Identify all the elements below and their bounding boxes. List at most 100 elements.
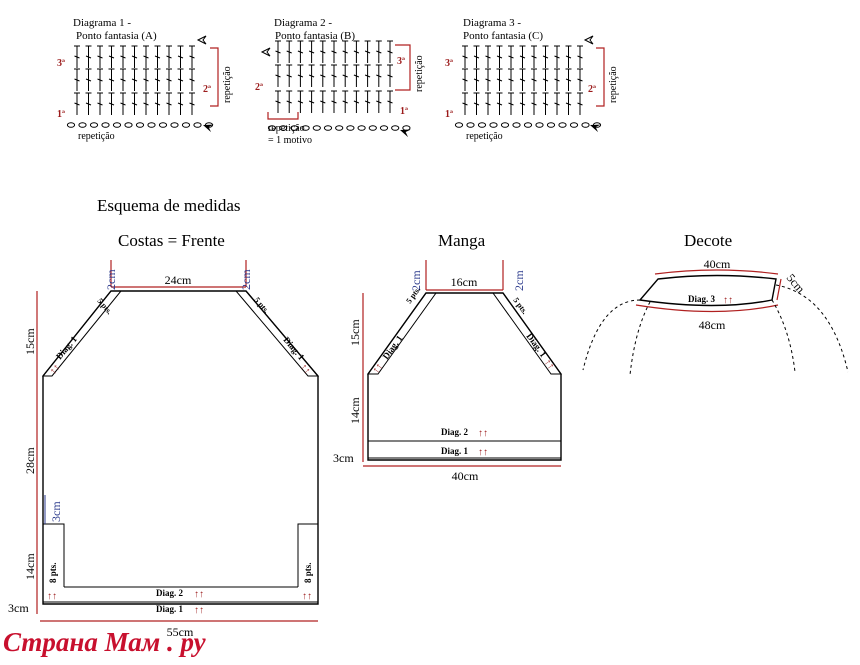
double-crochet-stitch <box>119 92 127 116</box>
sleeve-top-left-height: 2cm <box>409 270 423 291</box>
double-crochet-stitch <box>341 40 349 64</box>
double-crochet-stitch <box>553 45 561 69</box>
sleeve-height-14: 14cm <box>348 397 362 424</box>
chain-stitch <box>181 122 191 128</box>
double-crochet-stitch <box>565 92 572 116</box>
diagram-3-row3-label: 3ª <box>445 58 453 69</box>
double-crochet-stitch <box>319 40 327 64</box>
back-front-left-side-band <box>43 523 65 587</box>
neckline-left-outer-dash <box>582 299 641 371</box>
double-crochet-stitch <box>285 90 293 114</box>
sleeve-piece: Manga 16cm 2cm 2cm 5 pts. 5 pts. Diag. 1… <box>333 231 562 483</box>
sleeve-top-right-height: 2cm <box>512 270 526 291</box>
diagram-3-title: Diagrama 3 - <box>463 17 521 29</box>
sleeve-title: Manga <box>438 231 486 250</box>
chain-stitch <box>193 122 202 128</box>
sleeve-top-width: 16cm <box>451 275 478 289</box>
diagram-1-stitch-rows <box>66 45 214 128</box>
double-crochet-stitch <box>330 64 338 88</box>
neckline-side-width: 5cm <box>784 271 808 296</box>
back-front-height-3: 3cm <box>8 601 29 615</box>
chain-stitch <box>101 122 110 128</box>
back-front-top-right-height: 2cm <box>239 269 253 290</box>
neckline-band-label: Diag. 3 <box>688 294 716 304</box>
diagram-1-repeat-vertical: repetição <box>222 66 233 103</box>
double-crochet-stitch <box>308 64 316 88</box>
double-crochet-stitch <box>386 90 394 114</box>
back-front-right-diagonal-band <box>234 290 320 377</box>
double-crochet-stitch <box>484 92 492 116</box>
back-front-right-side-arrows: ↑↑ <box>302 591 312 602</box>
diagram-1-row1-label: 1ª <box>57 109 65 120</box>
sleeve-right-diag-arrows: ↑↑ <box>542 357 557 372</box>
diagram-1-repeat-label: repetição <box>78 131 115 142</box>
diagram-2-end-arrow <box>260 47 271 57</box>
double-crochet-stitch <box>73 68 81 92</box>
chain-stitch <box>323 125 333 131</box>
double-crochet-stitch <box>386 64 394 88</box>
sleeve-left-diag1: Diag. 1 <box>381 333 405 361</box>
double-crochet-stitch <box>565 68 572 92</box>
sleeve-right-diag-points: 5 pts. <box>511 296 529 316</box>
back-front-bottom-width: 55cm <box>167 625 194 639</box>
diagram-3-repeat-label: repetição <box>466 131 503 142</box>
double-crochet-stitch <box>473 45 480 69</box>
chain-stitch <box>312 125 321 131</box>
diagram-2-repeat-vertical: repetição <box>414 55 425 92</box>
double-crochet-stitch <box>341 90 349 114</box>
double-crochet-stitch <box>119 68 127 92</box>
double-crochet-stitch <box>530 45 538 69</box>
diagram-1-title: Diagrama 1 - <box>73 17 131 29</box>
double-crochet-stitch <box>375 90 383 114</box>
double-crochet-stitch <box>274 64 282 88</box>
back-front-left-diagonal-band <box>41 290 123 377</box>
double-crochet-stitch <box>188 45 196 69</box>
double-crochet-stitch <box>285 64 293 88</box>
double-crochet-stitch <box>364 40 372 64</box>
neckline-right-outer-dash <box>775 284 849 373</box>
sleeve-height-15: 15cm <box>348 319 362 346</box>
chain-stitch <box>569 122 579 128</box>
back-front-right-diag-arrows: ↑↑ <box>298 362 313 377</box>
neckline-side-measure <box>776 278 782 301</box>
diagram-2-title: Diagrama 2 - <box>274 17 332 29</box>
double-crochet-stitch <box>375 64 383 88</box>
double-crochet-stitch <box>330 40 338 64</box>
double-crochet-stitch <box>473 92 480 116</box>
neckline-top-measure <box>654 269 779 275</box>
chain-stitch <box>379 125 389 131</box>
double-crochet-stitch <box>375 40 383 64</box>
back-front-outline <box>42 290 319 605</box>
chain-stitch <box>558 122 567 128</box>
diagram-3-repeat-bracket <box>596 47 605 107</box>
back-front-top-left-height: 2cm <box>104 269 118 290</box>
double-crochet-stitch <box>484 68 492 92</box>
neckline-piece: Decote 40cm 5cm Diag. 3 ↑↑ 48cm <box>582 231 849 376</box>
double-crochet-stitch <box>496 45 503 69</box>
back-front-height-14: 14cm <box>23 553 37 580</box>
chain-stitch <box>368 125 377 131</box>
diagram-1: Diagrama 1 - Ponto fantasia (A) 3ª 2ª 1ª… <box>57 17 233 142</box>
diagram-1-end-arrow <box>196 35 207 45</box>
chain-stitch <box>512 122 521 128</box>
diagram-1-subtitle: Ponto fantasia (A) <box>76 30 157 42</box>
back-front-height-28: 28cm <box>23 447 37 474</box>
back-front-band-2: Diag. 2 <box>156 588 184 598</box>
double-crochet-stitch <box>496 92 503 116</box>
double-crochet-stitch <box>296 90 304 114</box>
diagram-3-row2-label: 2ª <box>588 84 596 95</box>
double-crochet-stitch <box>296 40 304 64</box>
sleeve-bottom-width: 40cm <box>452 469 479 483</box>
sleeve-band-2: Diag. 2 <box>441 427 469 437</box>
diagram-2-row3-label: 3ª <box>397 56 405 67</box>
double-crochet-stitch <box>165 68 173 92</box>
double-crochet-stitch <box>165 92 173 116</box>
diagram-2-repeat-label: repetição <box>268 123 305 134</box>
double-crochet-stitch <box>352 40 360 64</box>
double-crochet-stitch <box>330 90 338 114</box>
diagram-3-subtitle: Ponto fantasia (C) <box>463 30 543 42</box>
diagram-3: Diagrama 3 - Ponto fantasia (C) 3ª 2ª 1ª… <box>445 17 619 142</box>
chain-stitch <box>357 125 366 131</box>
double-crochet-stitch <box>507 92 515 116</box>
